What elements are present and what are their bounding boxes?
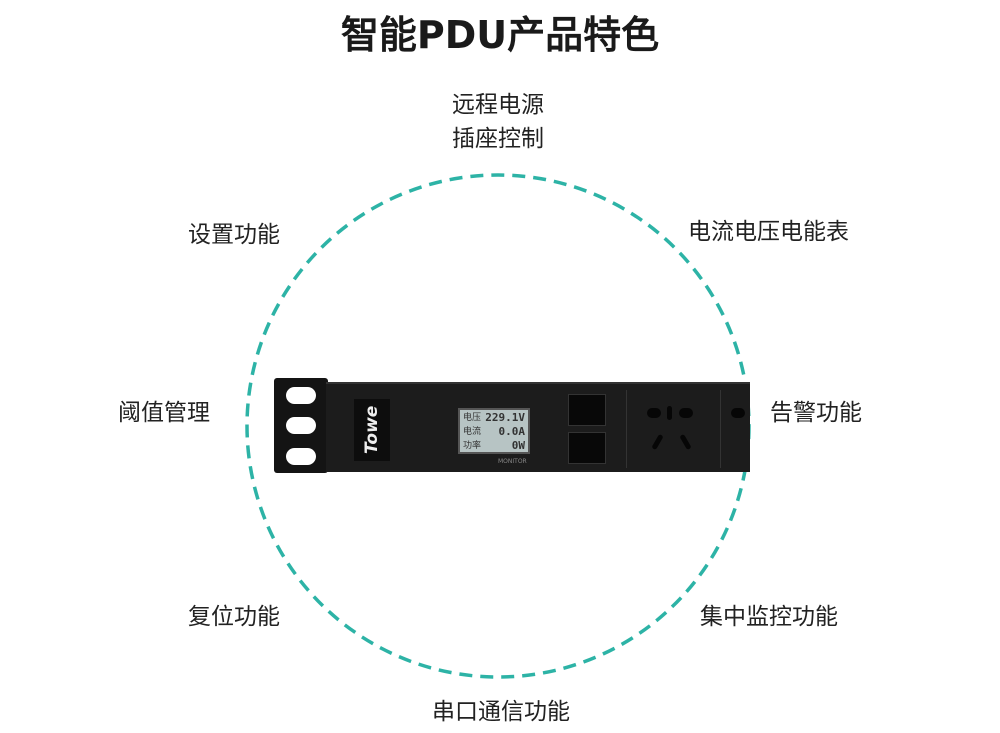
brand-logo: Towe	[354, 399, 390, 461]
feature-energy-meter: 电流电压电能表	[688, 219, 849, 245]
monitor-label: MONITOR	[498, 458, 527, 465]
power-socket	[626, 390, 717, 468]
feature-alarm: 告警功能	[770, 400, 862, 426]
power-socket	[720, 390, 751, 468]
rj45-port	[568, 394, 606, 426]
page-title: 智能PDU产品特色	[340, 13, 660, 57]
feature-reset: 复位功能	[188, 604, 280, 630]
mounting-ear	[274, 378, 328, 473]
feature-remote-control: 远程电源 插座控制	[452, 92, 544, 152]
feature-centralized-monitoring: 集中监控功能	[700, 604, 838, 630]
feature-serial-communication: 串口通信功能	[432, 699, 570, 725]
feature-threshold: 阈值管理	[118, 400, 210, 426]
rj45-port	[568, 432, 606, 464]
feature-settings: 设置功能	[188, 222, 280, 248]
